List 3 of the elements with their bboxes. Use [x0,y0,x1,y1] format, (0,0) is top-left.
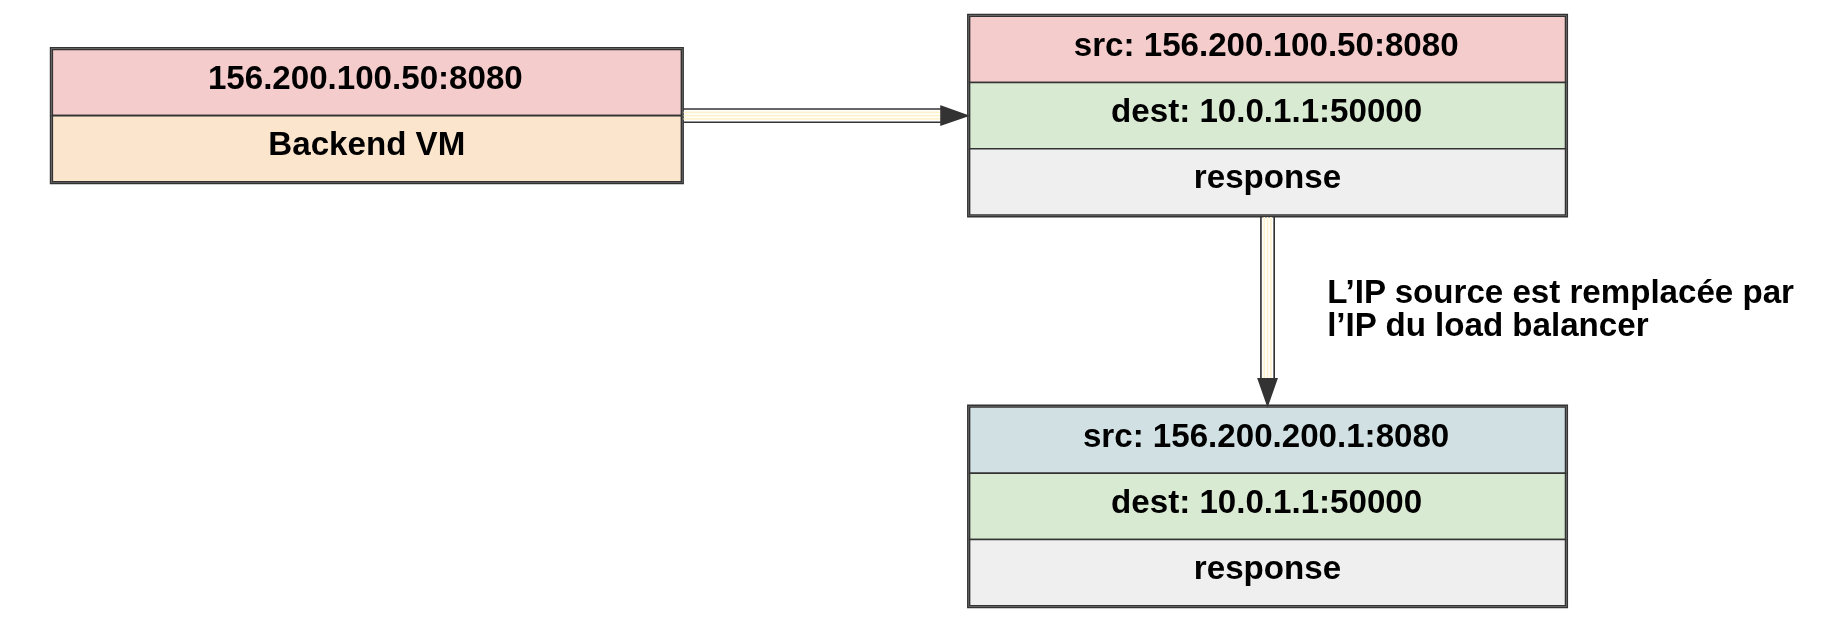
edge-label: L’IP source est remplacée par l’IP du load balancer [1327,272,1795,343]
arrow [682,105,971,127]
arrow [1257,216,1278,408]
